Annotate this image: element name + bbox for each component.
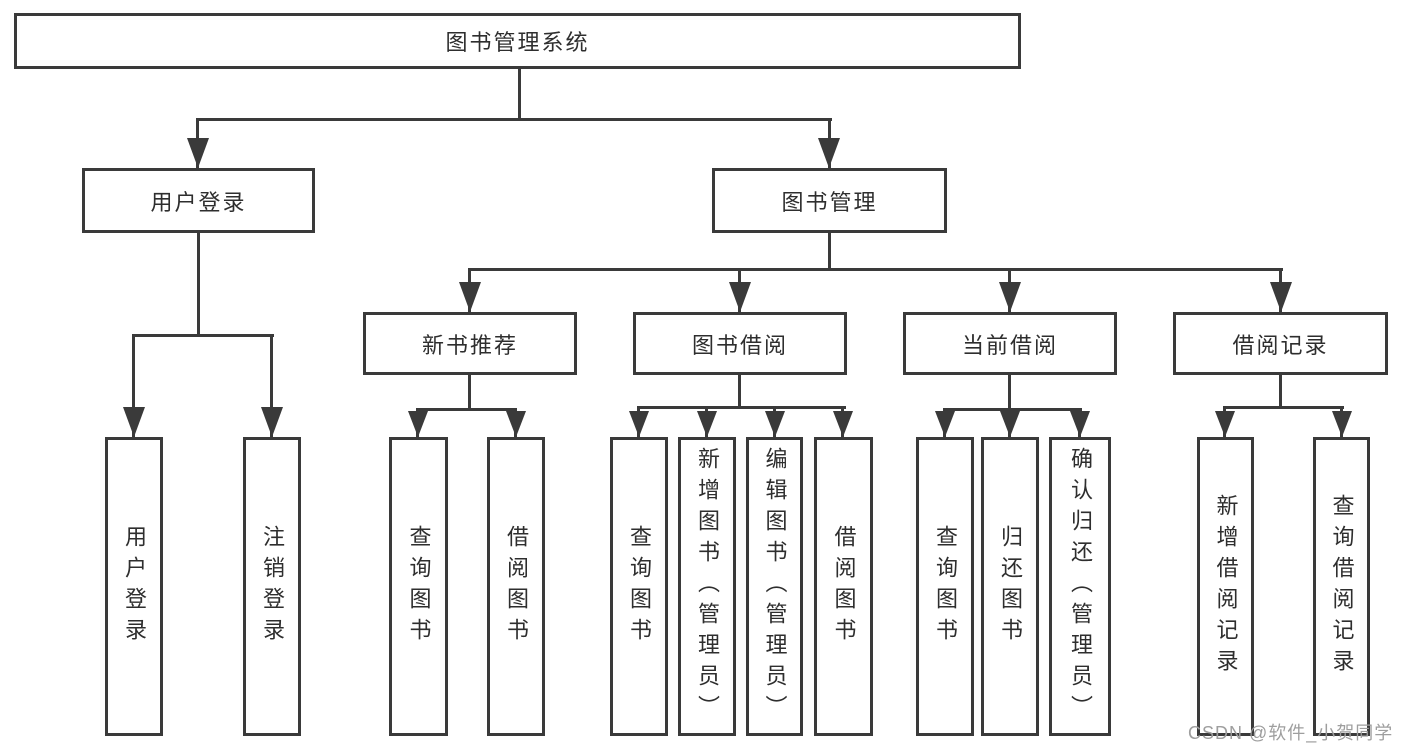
connector-line bbox=[738, 375, 741, 408]
arrow-down-icon bbox=[729, 282, 751, 312]
arrow-down-icon bbox=[1332, 411, 1352, 437]
node-label: 归还图书 bbox=[998, 524, 1023, 649]
node-current-query-books: 查询图书 bbox=[916, 437, 974, 736]
arrow-down-icon bbox=[697, 411, 717, 437]
arrow-down-icon bbox=[1215, 411, 1235, 437]
connector-line bbox=[132, 334, 274, 337]
node-label: 查询借阅记录 bbox=[1329, 493, 1355, 680]
arrow-down-icon bbox=[408, 411, 428, 437]
arrow-down-icon bbox=[1270, 282, 1292, 312]
node-recommend-borrow-books: 借阅图书 bbox=[487, 437, 545, 736]
connector-line bbox=[468, 375, 471, 410]
arrow-down-icon bbox=[506, 411, 526, 437]
node-label: 确认归还（管理员） bbox=[1068, 447, 1093, 726]
connector-line bbox=[637, 406, 846, 409]
connector-line bbox=[196, 118, 832, 121]
arrow-down-icon bbox=[629, 411, 649, 437]
node-label: 编辑图书（管理员） bbox=[762, 447, 788, 726]
node-label: 新增借阅记录 bbox=[1213, 493, 1239, 680]
node-label: 查询图书 bbox=[406, 524, 432, 649]
node-current-borrowing: 当前借阅 bbox=[903, 312, 1117, 375]
arrow-down-icon bbox=[261, 407, 283, 437]
node-library-system: 图书管理系统 bbox=[14, 13, 1021, 69]
node-label: 图书借阅 bbox=[691, 332, 788, 358]
arrow-down-icon bbox=[1070, 411, 1090, 437]
connector-line bbox=[468, 268, 1283, 271]
node-label: 用户登录 bbox=[150, 189, 247, 215]
connector-line bbox=[518, 68, 521, 120]
connector-line bbox=[943, 408, 1082, 411]
node-book-management: 图书管理 bbox=[712, 168, 947, 233]
arrow-down-icon bbox=[833, 411, 853, 437]
connector-line bbox=[1279, 375, 1282, 408]
arrow-down-icon bbox=[123, 407, 145, 437]
connector-line bbox=[416, 408, 517, 411]
arrow-down-icon bbox=[1000, 411, 1020, 437]
node-edit-books-admin: 编辑图书（管理员） bbox=[746, 437, 803, 736]
node-recommend-query-books: 查询图书 bbox=[389, 437, 448, 736]
arrow-down-icon bbox=[999, 282, 1021, 312]
node-label: 查询图书 bbox=[627, 524, 652, 649]
node-label: 用户登录 bbox=[122, 524, 147, 649]
node-borrow-records: 借阅记录 bbox=[1173, 312, 1388, 375]
node-label: 注销登录 bbox=[260, 524, 285, 649]
node-add-borrow-record: 新增借阅记录 bbox=[1197, 437, 1254, 736]
node-label: 借阅图书 bbox=[504, 524, 529, 649]
arrow-down-icon bbox=[765, 411, 785, 437]
connector-line bbox=[132, 334, 135, 437]
connector-line bbox=[197, 233, 200, 336]
node-borrowing-borrow-books: 借阅图书 bbox=[814, 437, 873, 736]
arrow-down-icon bbox=[187, 138, 209, 168]
connector-line bbox=[1223, 406, 1344, 409]
node-label: 新增图书（管理员） bbox=[695, 447, 720, 726]
connector-line bbox=[828, 233, 831, 270]
node-logout: 注销登录 bbox=[243, 437, 301, 736]
node-user-login-leaf: 用户登录 bbox=[105, 437, 163, 736]
node-label: 借阅图书 bbox=[831, 524, 857, 649]
node-label: 当前借阅 bbox=[961, 332, 1058, 358]
node-label: 图书管理系统 bbox=[445, 30, 590, 55]
arrow-down-icon bbox=[818, 138, 840, 168]
connector-line bbox=[270, 334, 273, 437]
node-label: 图书管理 bbox=[781, 189, 878, 215]
arrow-down-icon bbox=[935, 411, 955, 437]
node-add-books-admin: 新增图书（管理员） bbox=[678, 437, 736, 736]
node-return-books: 归还图书 bbox=[981, 437, 1039, 736]
node-new-book-recommend: 新书推荐 bbox=[363, 312, 577, 375]
node-label: 新书推荐 bbox=[421, 332, 518, 358]
arrow-down-icon bbox=[459, 282, 481, 312]
node-query-borrow-record: 查询借阅记录 bbox=[1313, 437, 1370, 736]
node-borrowing-query-books: 查询图书 bbox=[610, 437, 668, 736]
node-label: 借阅记录 bbox=[1232, 332, 1329, 358]
watermark-text: CSDN @软件_小贺同学 bbox=[1188, 723, 1394, 743]
connector-line bbox=[1008, 375, 1011, 410]
node-label: 查询图书 bbox=[933, 524, 958, 649]
node-confirm-return-admin: 确认归还（管理员） bbox=[1049, 437, 1111, 736]
node-user-login: 用户登录 bbox=[82, 168, 315, 233]
node-book-borrowing: 图书借阅 bbox=[633, 312, 847, 375]
